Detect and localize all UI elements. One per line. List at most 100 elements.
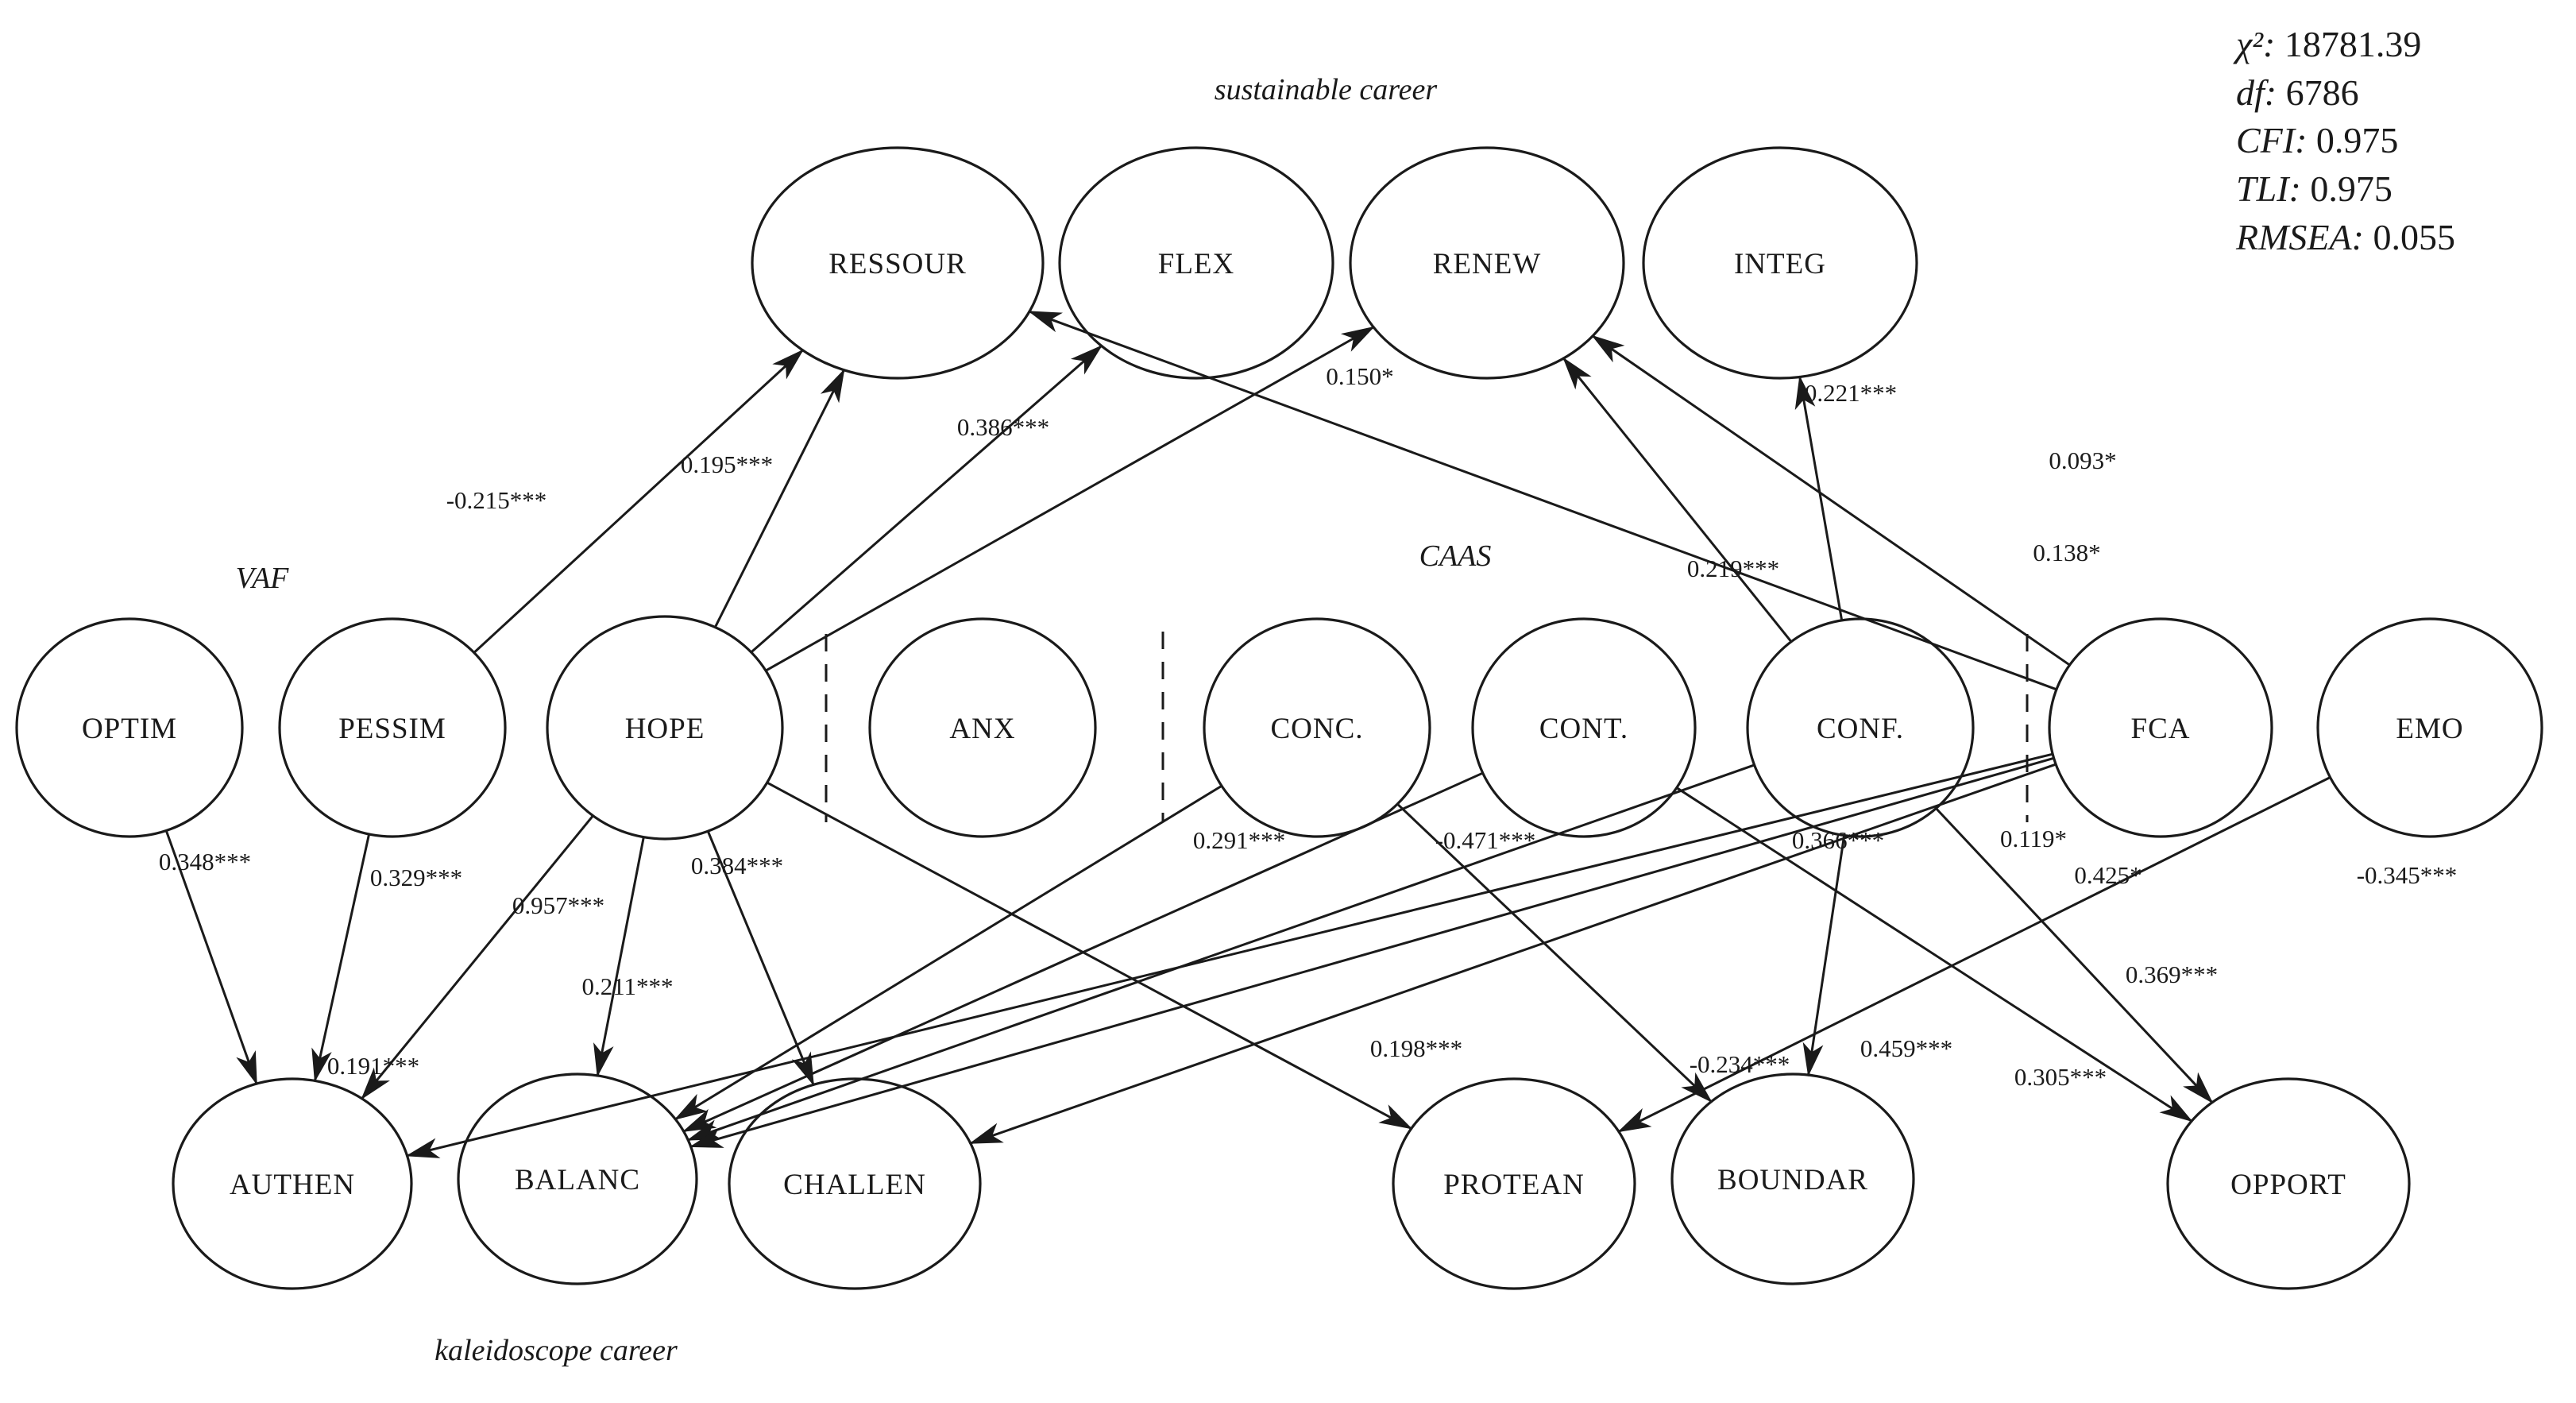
- node-ellipse-CHALLEN: [728, 1077, 982, 1290]
- fit-stat-chi2: χ²: 18781.39: [2236, 21, 2455, 69]
- path-coefficient-HOPE-RENEW: 0.150*: [1326, 362, 1393, 390]
- path-coefficient-CONT-OPPORT: 0.305***: [2014, 1063, 2107, 1091]
- node-ellipse-BALANC: [457, 1073, 698, 1285]
- node-label-HOPE: HOPE: [625, 713, 705, 745]
- path-coefficient-HOPE-FLEX: 0.386***: [957, 413, 1049, 441]
- path-CONF-to-BOUNDAR: [1802, 835, 1846, 1077]
- group-label-sustainable-career: sustainable career: [1215, 73, 1438, 106]
- node-ellipse-ANX: [868, 617, 1097, 838]
- fit-stat-rmsea-value: 0.055: [2373, 216, 2455, 257]
- node-label-AUTHEN: AUTHEN: [230, 1169, 355, 1201]
- node-ellipse-PROTEAN: [1392, 1077, 1636, 1290]
- node-ellipse-OPPORT: [2166, 1077, 2411, 1290]
- group-label-caas: CAAS: [1419, 539, 1492, 573]
- node-label-FCA: FCA: [2131, 713, 2191, 745]
- path-coefficient-CONF-RENEW: 0.219***: [1687, 555, 1779, 582]
- path-CONF-to-INTEG: [1794, 375, 1844, 621]
- node-label-BALANC: BALANC: [515, 1164, 640, 1196]
- node-label-ANX: ANX: [949, 713, 1015, 745]
- node-ellipse-INTEG: [1642, 146, 1918, 380]
- path-coefficient-HOPE-PROTEAN: 0.198***: [1370, 1034, 1462, 1062]
- path-CONC-to-BOUNDAR: [1396, 802, 1713, 1103]
- node-ellipse-OPTIM: [15, 617, 244, 838]
- path-coefficient-HOPE-CHALLEN: 0.384***: [691, 852, 783, 879]
- node-ellipse-CONT: [1471, 617, 1697, 838]
- group-label-kaleidoscope-career: kaleidoscope career: [434, 1334, 678, 1367]
- node-ellipse-BOUNDAR: [1670, 1073, 1915, 1285]
- fit-statistics: χ²: 18781.39 df: 6786 CFI: 0.975 TLI: 0.…: [2236, 21, 2455, 262]
- fit-stat-tli: TLI: 0.975: [2236, 165, 2455, 214]
- fit-stat-tli-value: 0.975: [2310, 168, 2393, 210]
- path-PESSIM-to-AUTHEN: [311, 833, 371, 1083]
- path-coefficient-FCA-CHALLEN: 0.119*: [2000, 825, 2067, 852]
- node-ellipse-HOPE: [546, 615, 784, 841]
- path-coefficient-FCA-BALANC: 0.425*: [2074, 861, 2142, 889]
- node-label-BOUNDAR: BOUNDAR: [1717, 1164, 1868, 1196]
- path-coefficient-FCA-RESSOUR: 0.138*: [2033, 539, 2100, 566]
- node-label-CONF: CONF.: [1817, 713, 1904, 745]
- group-label-vaf: VAF: [236, 562, 290, 595]
- node-label-OPTIM: OPTIM: [82, 713, 177, 745]
- fit-stat-cfi: CFI: 0.975: [2236, 117, 2455, 165]
- node-label-CONC: CONC.: [1270, 713, 1363, 745]
- node-label-PESSIM: PESSIM: [338, 713, 446, 745]
- node-label-OPPORT: OPPORT: [2230, 1169, 2346, 1201]
- fit-stat-cfi-label: CFI:: [2236, 120, 2308, 161]
- node-label-CHALLEN: CHALLEN: [783, 1169, 926, 1201]
- path-coefficient-CONF-OPPORT: 0.369***: [2126, 960, 2218, 988]
- fit-stat-chi2-value: 18781.39: [2284, 24, 2422, 64]
- node-ellipse-PESSIM: [278, 617, 507, 838]
- path-CONT-to-OPPORT: [1675, 787, 2193, 1123]
- fit-stat-df: df: 6786: [2236, 69, 2455, 118]
- node-label-EMO: EMO: [2396, 713, 2463, 745]
- node-ellipse-CONF: [1746, 617, 1975, 838]
- fit-stat-cfi-value: 0.975: [2315, 120, 2399, 161]
- fit-stat-df-value: 6786: [2285, 72, 2359, 113]
- fit-stat-tli-label: TLI:: [2236, 168, 2301, 210]
- path-HOPE-to-RENEW: [765, 326, 1375, 672]
- node-label-RENEW: RENEW: [1433, 248, 1542, 280]
- path-coefficient-CONF-BALANC: 0.366***: [1792, 826, 1884, 854]
- node-ellipse-RENEW: [1349, 146, 1625, 380]
- path-PESSIM-to-RESSOUR: [473, 349, 805, 654]
- paths-layer: [164, 310, 2331, 1158]
- node-ellipse-AUTHEN: [172, 1077, 413, 1290]
- path-coefficient-PESSIM-AUTHEN: 0.329***: [370, 864, 462, 891]
- fit-stat-rmsea: RMSEA: 0.055: [2236, 214, 2455, 262]
- path-CONC-to-BALANC: [674, 784, 1222, 1121]
- path-coefficient-CONC-BOUNDAR: -0.234***: [1690, 1050, 1790, 1078]
- path-coefficient-CONF-BOUNDAR: 0.459***: [1860, 1034, 1952, 1062]
- node-label-INTEG: INTEG: [1734, 248, 1826, 280]
- path-FCA-to-BALANC: [689, 756, 2054, 1148]
- nodes-layer: RESSOUR FLEX RENEW INTEG OPTIM PESSIM HOPE ANX C…: [15, 146, 2543, 1290]
- path-HOPE-to-CHALLEN: [706, 830, 815, 1087]
- path-HOPE-to-AUTHEN: [361, 814, 594, 1100]
- node-label-FLEX: FLEX: [1158, 248, 1235, 280]
- path-coefficient-CONF-INTEG: 0.221***: [1805, 379, 1897, 407]
- path-FCA-to-RENEW: [1591, 334, 2071, 667]
- path-HOPE-to-RESSOUR: [714, 368, 845, 628]
- node-ellipse-RESSOUR: [751, 146, 1045, 380]
- path-coefficient-CONT-BALANC: -0.471***: [1435, 826, 1536, 854]
- path-FCA-to-AUTHEN: [405, 752, 2053, 1158]
- path-CONF-to-OPPORT: [1935, 807, 2214, 1104]
- node-label-RESSOUR: RESSOUR: [828, 248, 967, 280]
- path-HOPE-to-PROTEAN: [767, 781, 1413, 1130]
- path-FCA-to-RESSOUR: [1028, 310, 2057, 691]
- node-ellipse-CONC: [1203, 617, 1431, 838]
- path-FCA-to-CHALLEN: [968, 763, 2057, 1145]
- path-EMO-to-PROTEAN: [1617, 776, 2331, 1133]
- node-ellipse-FLEX: [1058, 146, 1334, 380]
- path-CONF-to-RENEW: [1562, 357, 1793, 643]
- fit-stat-df-label: df:: [2236, 72, 2277, 113]
- fit-stat-chi2-label: χ²:: [2236, 24, 2276, 64]
- node-label-PROTEAN: PROTEAN: [1443, 1169, 1585, 1201]
- labels-layer: -0.215*** 0.195*** 0.386*** 0.150* 0.221*** 0…: [159, 73, 2457, 1367]
- path-coefficient-FCA-AUTHEN: 0.191***: [327, 1052, 419, 1080]
- path-coefficient-CONC-BALANC: 0.291***: [1193, 826, 1285, 854]
- path-coefficient-PESSIM-RESSOUR: -0.215***: [446, 486, 547, 514]
- path-coefficient-HOPE-RESSOUR: 0.195***: [681, 450, 773, 478]
- path-HOPE-to-BALANC: [593, 837, 645, 1077]
- path-coefficient-EMO-PROTEAN: -0.345***: [2357, 861, 2458, 889]
